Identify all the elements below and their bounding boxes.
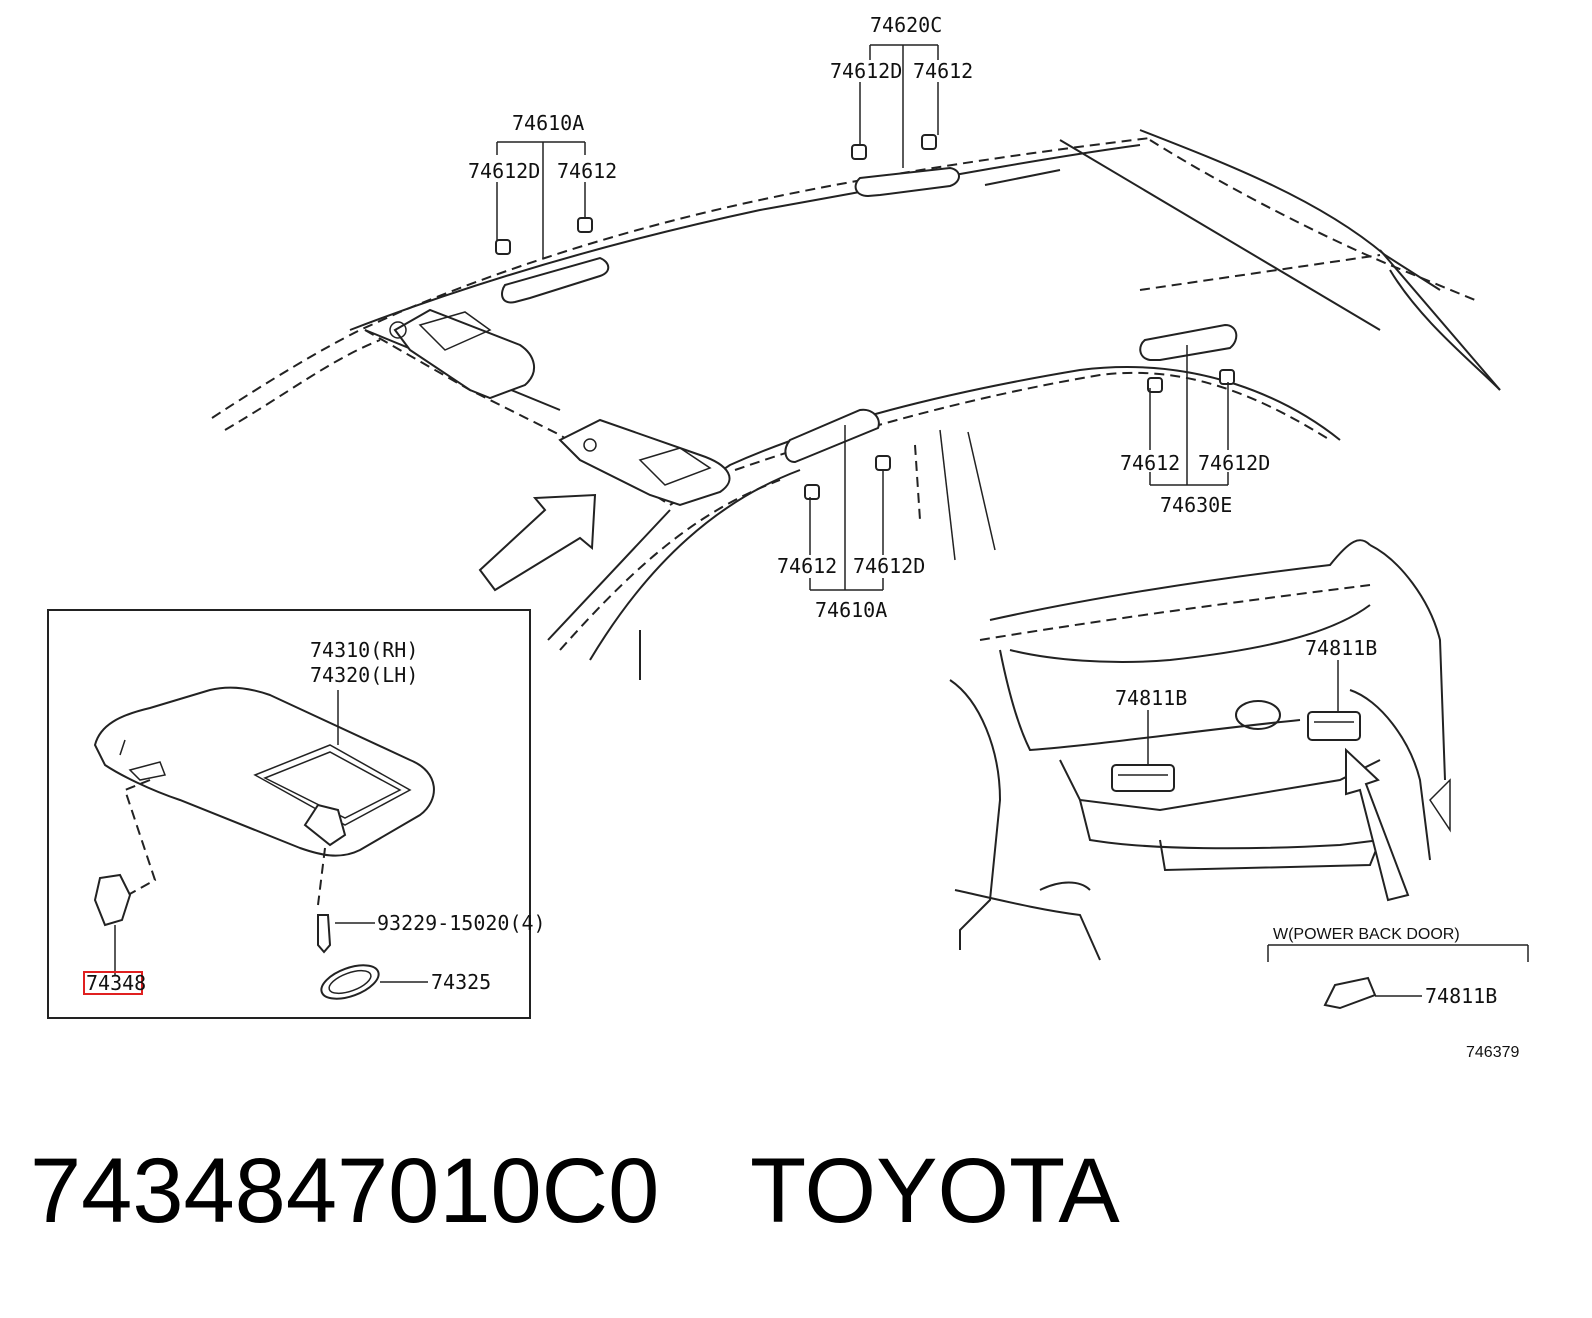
label-74612-top: 74612 [913,59,973,83]
label-74325: 74325 [431,970,491,994]
luggage-lamp-right [1307,711,1361,741]
direction-arrow-front [478,493,597,592]
callout-group-74610A-mid: 74612 74612D 74610A [777,425,925,622]
sun-visor-left-roof [389,308,535,400]
assist-grip-rear-right [1139,323,1238,393]
label-93229: 93229-15020(4) [377,911,546,935]
label-74612D-rear: 74612D [1198,451,1270,475]
label-power-back-door: W(POWER BACK DOOR) [1273,926,1460,943]
label-74811B-lower: 74811B [1115,686,1187,710]
visor-holder [93,873,132,927]
luggage-lamp-left [1111,764,1175,792]
sun-visor-right-roof [558,418,731,507]
label-74612-rear: 74612 [1120,451,1180,475]
assist-grip-front-right [784,408,891,500]
direction-arrow-rear [1345,747,1410,902]
label-74612D-mid: 74612D [853,554,925,578]
label-74811B-upper: 74811B [1305,636,1377,660]
callout-group-74620C: 74620C 74612D 74612 [830,13,973,168]
label-74612-mid: 74612 [777,554,837,578]
assist-grip-front-left [495,217,610,304]
vehicle-rear [949,539,1451,961]
caption-part-number: 7434847010C0 [30,1140,659,1242]
label-74811B-power: 74811B [1425,984,1497,1008]
label-74348: 74348 [86,971,146,995]
label-74620C: 74620C [870,13,942,37]
caption-brand: TOYOTA [750,1140,1120,1242]
callout-group-74630E: 74612 74612D 74630E [1120,345,1270,517]
callout-group-74610A-left: 74610A 74612D 74612 [468,111,617,258]
visor-cover [320,964,380,1000]
power-back-door-section: W(POWER BACK DOOR) 74811B [1267,926,1529,1010]
highlight-box-74348 [83,971,143,995]
label-74610A-mid: 74610A [815,598,887,622]
assist-grip-rear-roof [851,134,960,198]
label-74630E: 74630E [1160,493,1232,517]
label-74320: 74320(LH) [310,663,418,687]
label-74612D-top: 74612D [830,59,902,83]
label-74310: 74310(RH) [310,638,418,662]
screw [317,914,332,954]
callout-group-74811B: 74811B 74811B [1115,636,1377,765]
label-74610A-left: 74610A [512,111,584,135]
label-74612D-left: 74612D [468,159,540,183]
inset-detail-box: 74310(RH) 74320(LH) 74348 93229-15020(4)… [47,609,546,1019]
diagram-number: 746379 [1466,1044,1519,1061]
label-74612-left: 74612 [557,159,617,183]
